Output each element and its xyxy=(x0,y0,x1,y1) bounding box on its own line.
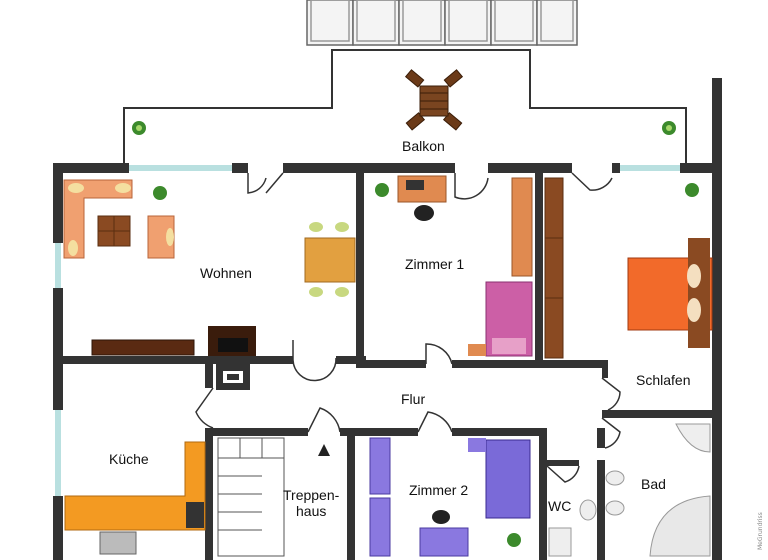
bedroom-furniture xyxy=(544,177,713,359)
label-wohnen: Wohnen xyxy=(200,265,252,281)
balcony-table-set xyxy=(404,69,464,131)
label-balkon: Balkon xyxy=(402,138,445,154)
label-bad: Bad xyxy=(641,476,666,492)
label-flur: Flur xyxy=(401,391,426,407)
plant-icon xyxy=(132,121,146,135)
label-kueche: Küche xyxy=(109,451,149,467)
label-treppenhaus-line2: haus xyxy=(296,503,327,519)
label-treppenhaus-line1: Treppen- xyxy=(283,487,340,503)
kitchen-furniture xyxy=(64,441,206,555)
label-wc: WC xyxy=(548,498,572,514)
walls xyxy=(53,78,722,560)
living-room-furniture xyxy=(63,179,356,356)
watermark: MeGrundriss xyxy=(757,512,764,550)
plant-icon xyxy=(662,121,676,135)
balcony xyxy=(123,0,687,163)
bathroom-fixtures xyxy=(548,423,711,557)
label-schlafen: Schlafen xyxy=(636,372,691,388)
balcony-glass-roof xyxy=(306,0,578,46)
windows xyxy=(55,165,680,496)
label-zimmer2: Zimmer 2 xyxy=(409,482,469,498)
room2-furniture xyxy=(369,437,531,557)
doors xyxy=(195,172,621,483)
label-zimmer1: Zimmer 1 xyxy=(405,256,465,272)
staircase xyxy=(217,437,330,557)
room1-furniture xyxy=(375,175,533,357)
